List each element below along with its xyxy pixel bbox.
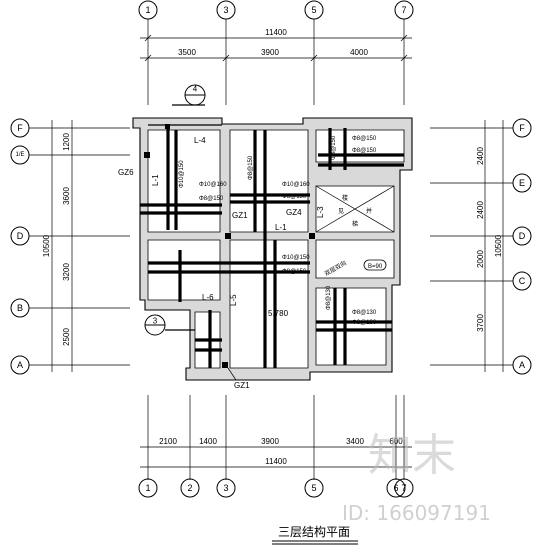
axis-label-bottom-7: 7	[401, 483, 406, 493]
stair-label-4: 梯	[352, 220, 358, 228]
beam-l1-center: L-1	[275, 223, 287, 232]
annotations: L-4 L-1 L-1 L-3 L-6 L-5 GZ6 GZ1 GZ4 GZ1 …	[118, 135, 387, 390]
beam-l6: L-6	[202, 293, 214, 302]
axis-label-right-E: E	[519, 178, 525, 188]
section-marker-3: 3	[144, 314, 195, 336]
dim-right-4: 3700	[476, 314, 485, 332]
dim-bottom-2: 1400	[199, 437, 217, 446]
dim-bottom-total: 11400	[265, 457, 287, 466]
axis-label-bottom-3: 3	[223, 483, 228, 493]
bottom-dimensions: 2100 1400 3900 3400 600 11400	[140, 395, 412, 480]
left-axis: F 1/E D B A 10500 1200 3600 3200 2500	[10, 118, 130, 375]
axis-label-bottom-6: 6	[393, 483, 398, 493]
plan-title: 三层结构平面	[278, 524, 350, 539]
stair-label-2: 见	[338, 208, 344, 215]
right-axis: F E D C A 2400 2400 2000 3700 10500	[430, 118, 532, 375]
dim-left-3: 3200	[62, 263, 71, 281]
watermark-zhimo: 知末	[368, 430, 456, 481]
axis-label-top-3: 3	[223, 5, 228, 15]
axis-label-top-5: 5	[311, 5, 316, 15]
rebar-note-12: Φ10@150	[179, 160, 185, 188]
column-gz4: GZ4	[286, 208, 302, 217]
section-4-label: 4	[193, 85, 198, 94]
bottom-axis-bubbles: 1 2 3 5 6 7	[138, 478, 414, 498]
axis-label-bottom-5: 5	[311, 483, 316, 493]
rebar-note-5: Φ10@150	[282, 255, 310, 261]
axis-label-left-B: B	[17, 303, 23, 313]
axis-label-left-F: F	[17, 123, 23, 133]
dim-left-total: 10500	[42, 234, 51, 257]
rebar-note-7: Φ8@150	[352, 136, 377, 142]
axis-label-bottom-1: 1	[145, 483, 150, 493]
dim-bottom-3: 3900	[261, 437, 279, 446]
dim-right-total: 10500	[494, 234, 503, 257]
axis-label-right-C: C	[519, 276, 526, 286]
axis-label-top-7: 7	[401, 5, 406, 15]
dim-top-2: 3900	[261, 48, 279, 57]
dim-top-total: 11400	[265, 28, 287, 37]
beam-l3: L-3	[316, 206, 325, 218]
axis-label-right-D: D	[519, 231, 526, 241]
axis-label-left-A: A	[17, 360, 23, 370]
elevation-label: 5.780	[268, 309, 289, 318]
section-marker-4: 4	[172, 84, 206, 106]
beam-l4: L-4	[194, 136, 206, 145]
axis-label-bottom-2: 2	[187, 483, 192, 493]
rebar-note-14: Φ8@130	[326, 285, 332, 310]
b-90-tag: B=90	[368, 264, 383, 270]
dim-right-3: 2000	[476, 250, 485, 268]
axis-label-left-D: D	[17, 231, 24, 241]
column-gz1-center: GZ1	[232, 211, 248, 220]
rebar-note-10: Φ8@130	[352, 320, 377, 326]
rebar-note-13: Φ8@150	[331, 135, 337, 160]
axis-label-right-F: F	[519, 123, 525, 133]
dim-top-1: 3500	[178, 48, 196, 57]
column-gz1-bottom: GZ1	[234, 381, 250, 390]
column-gz6: GZ6	[118, 168, 134, 177]
axis-label-top-1: 1	[145, 5, 150, 15]
section-3-label: 3	[153, 317, 158, 326]
dim-left-2: 3600	[62, 187, 71, 205]
drawing-title: 三层结构平面	[272, 524, 358, 545]
stair-label-3: 并	[366, 207, 372, 215]
dim-left-1: 1200	[62, 133, 71, 151]
rebar-note-11: Φ8@150	[248, 155, 254, 180]
rebar-note-2: Φ8@150	[199, 196, 224, 202]
rebar-lines	[140, 124, 404, 368]
dim-right-2: 2400	[476, 201, 485, 219]
axis-label-left-1-E: 1/E	[15, 152, 24, 158]
rebar-note-4: Φ8@150	[282, 194, 307, 200]
beam-l5: L-5	[229, 294, 238, 306]
dim-bottom-5: 600	[389, 437, 403, 446]
watermark-id: ID: 166097191	[342, 501, 491, 525]
beam-l1-left: L-1	[151, 174, 160, 186]
dim-bottom-4: 3400	[346, 437, 364, 446]
rebar-note-1: Φ10@160	[199, 182, 227, 188]
axis-label-right-A: A	[519, 360, 525, 370]
rebar-note-9: Φ8@130	[352, 310, 377, 316]
rebar-note-6: Φ8@150	[282, 269, 307, 275]
dim-top-3: 4000	[350, 48, 368, 57]
stair-label: 楼	[342, 194, 348, 202]
dim-left-4: 2500	[62, 328, 71, 346]
top-axis-bubbles: 1 3 5 7	[138, 0, 414, 20]
columns	[144, 124, 315, 368]
watermark: 知末 ID: 166097191	[342, 430, 491, 525]
rebar-note-3: Φ10@160	[282, 182, 310, 188]
dim-right-1: 2400	[476, 147, 485, 165]
dim-bottom-1: 2100	[159, 437, 177, 446]
top-dimensions: 11400 3500 3900 4000	[140, 19, 412, 105]
rebar-note-8: Φ8@150	[352, 148, 377, 154]
building-outline	[132, 117, 413, 381]
